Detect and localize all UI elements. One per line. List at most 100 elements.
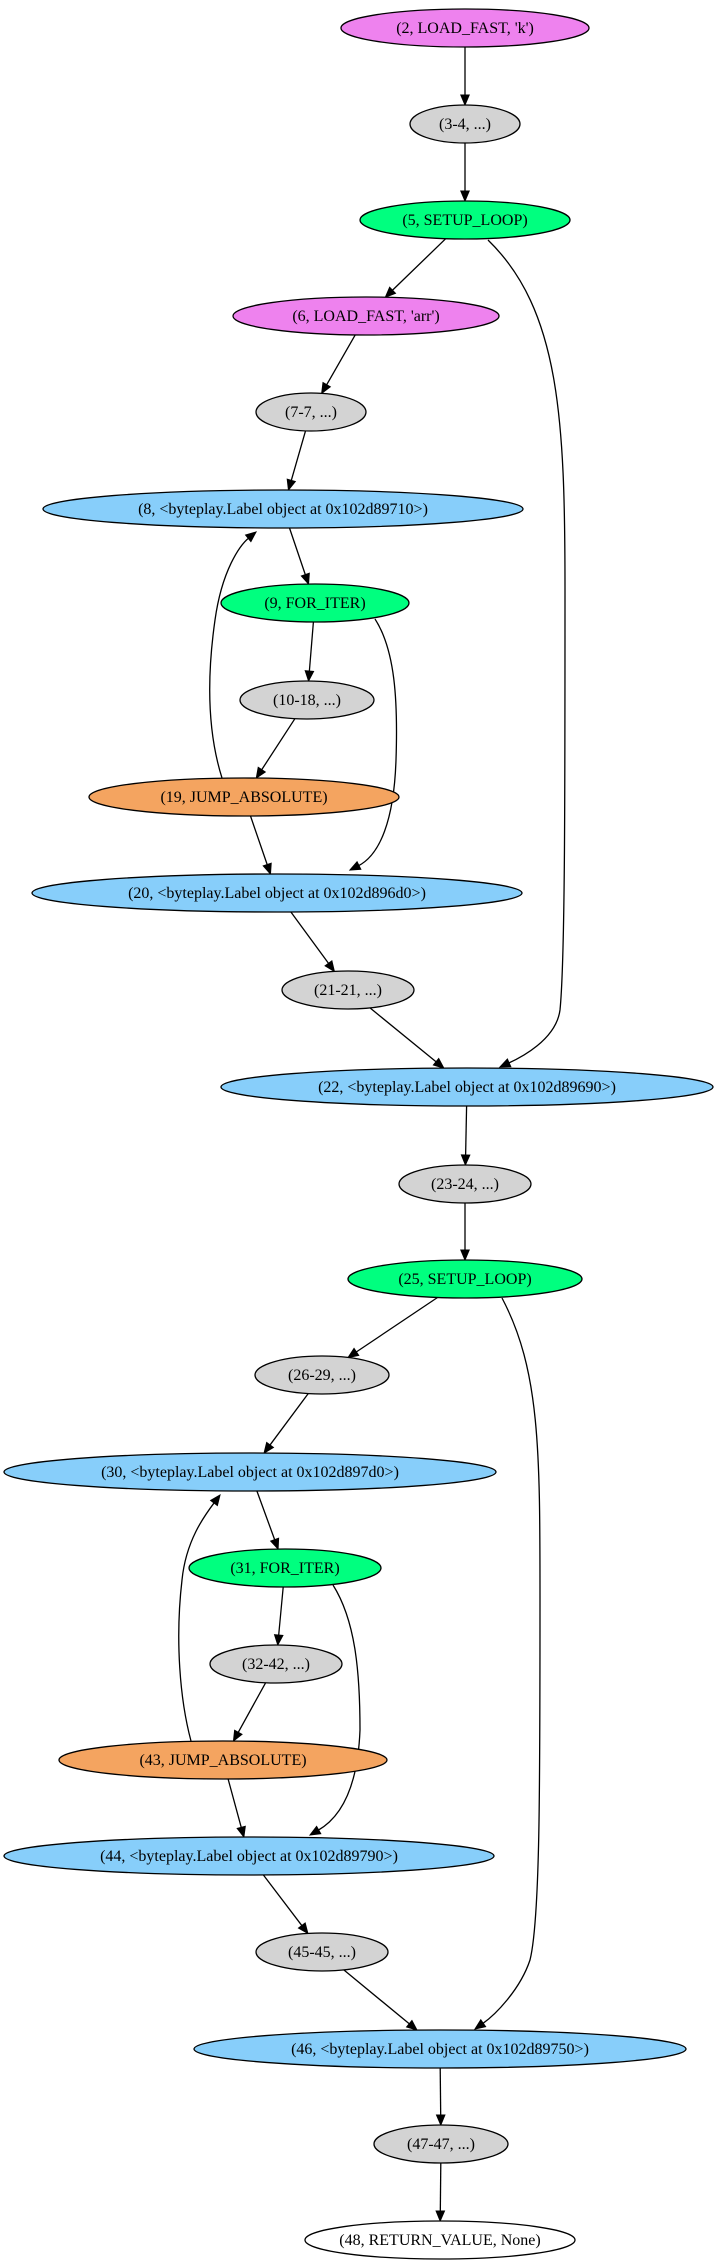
edge-line — [308, 621, 315, 673]
edge-line — [237, 1682, 267, 1734]
node-n9: (9, FOR_ITER) — [220, 583, 410, 623]
node-label: (48, RETURN_VALUE, None) — [339, 2232, 540, 2249]
nodes-layer: (2, LOAD_FAST, 'k') (3-4, ...) (5, SETUP_L… — [3, 8, 714, 2260]
node-label: (44, <byteplay.Label object at 0x102d897… — [100, 1848, 398, 1865]
edge-n20-to-n21 — [290, 911, 336, 973]
node-ellipse — [409, 104, 521, 144]
edge-arrowhead — [460, 1249, 470, 1262]
edge-line — [288, 527, 307, 576]
edge-n9-to-n20 — [348, 618, 398, 871]
node-label: (30, <byteplay.Label object at 0x102d897… — [101, 1464, 399, 1481]
node-label: (31, FOR_ITER) — [230, 1560, 339, 1577]
node-n26: (26-29, ...) — [254, 1355, 390, 1395]
edge-arrowhead — [209, 1493, 221, 1507]
edge-n31-to-n44 — [308, 1584, 361, 1836]
node-ellipse — [255, 1932, 389, 1972]
edge-arrowhead — [460, 1154, 471, 1167]
node-label: (25, SETUP_LOOP) — [398, 1271, 531, 1288]
edge-n5-to-n22 — [487, 239, 566, 1068]
edge-line — [439, 2162, 442, 2213]
node-ellipse — [220, 1067, 714, 1107]
edge-arrowhead — [263, 1441, 275, 1455]
node-label: (7-7, ...) — [285, 404, 337, 421]
edge-n47-to-n48 — [435, 2162, 446, 2223]
edge-arrowhead — [498, 1058, 512, 1068]
edge-line — [262, 1874, 303, 1927]
edge-arrowhead — [460, 190, 470, 203]
node-ellipse — [3, 1452, 497, 1492]
edge-line — [391, 238, 447, 292]
node-label: (45-45, ...) — [288, 1944, 356, 1961]
edge-arrowhead — [405, 2019, 418, 2031]
node-label: (9, FOR_ITER) — [264, 595, 365, 612]
node-n30: (30, <byteplay.Label object at 0x102d897… — [3, 1452, 497, 1492]
node-n5: (5, SETUP_LOOP) — [359, 200, 571, 240]
node-n31: (31, FOR_ITER) — [188, 1548, 382, 1588]
edge-arrowhead — [262, 862, 272, 876]
node-n10: (10-18, ...) — [239, 680, 375, 720]
edge-n44-to-n45 — [262, 1874, 309, 1935]
edge-line — [277, 1586, 284, 1637]
edge-arrowhead — [432, 1057, 445, 1069]
edge-n21-to-n22 — [369, 1007, 445, 1069]
edge-n9-to-n10 — [304, 621, 315, 683]
edge-line — [369, 1007, 438, 1063]
node-ellipse — [209, 1644, 343, 1684]
edge-arrowhead — [269, 1537, 280, 1551]
edge-arrowhead — [348, 860, 362, 871]
node-ellipse — [42, 489, 524, 529]
edge-line — [256, 1490, 276, 1541]
edge-arrowhead — [346, 1347, 360, 1359]
node-label: (6, LOAD_FAST, 'arr') — [292, 308, 439, 325]
node-n45: (45-45, ...) — [255, 1932, 389, 1972]
node-n46: (46, <byteplay.Label object at 0x102d897… — [193, 2029, 687, 2069]
edge-arrowhead — [435, 2114, 446, 2127]
edge-arrowhead — [297, 1922, 309, 1935]
node-n21: (21-21, ...) — [281, 970, 415, 1010]
node-n3: (3-4, ...) — [409, 104, 521, 144]
node-ellipse — [304, 2220, 576, 2260]
edge-line — [487, 239, 566, 1064]
edge-n23-to-n25 — [460, 1203, 470, 1262]
edge-n25-to-n26 — [346, 1296, 438, 1359]
node-label: (2, LOAD_FAST, 'k') — [396, 20, 534, 37]
edge-arrowhead — [473, 2018, 487, 2030]
node-ellipse — [193, 2029, 687, 2069]
node-label: (46, <byteplay.Label object at 0x102d897… — [291, 2041, 589, 2058]
node-ellipse — [220, 583, 410, 623]
node-label: (21-21, ...) — [314, 982, 382, 999]
edge-n19-to-n20 — [249, 815, 272, 876]
node-n47: (47-47, ...) — [373, 2124, 509, 2164]
node-label: (47-47, ...) — [407, 2136, 475, 2153]
edge-arrowhead — [304, 670, 315, 683]
edge-arrowhead — [286, 478, 297, 492]
node-ellipse — [31, 873, 523, 913]
edge-line — [260, 718, 296, 771]
edge-n10-to-n19 — [255, 718, 296, 780]
node-n44: (44, <byteplay.Label object at 0x102d897… — [3, 1836, 495, 1876]
node-n25: (25, SETUP_LOOP) — [347, 1259, 583, 1299]
node-label: (20, <byteplay.Label object at 0x102d896… — [128, 885, 426, 902]
node-ellipse — [188, 1548, 382, 1588]
node-n43: (43, JUMP_ABSOLUTE) — [58, 1740, 388, 1780]
node-label: (22, <byteplay.Label object at 0x102d896… — [318, 1079, 616, 1096]
edge-line — [357, 618, 398, 867]
node-ellipse — [255, 392, 367, 432]
node-label: (19, JUMP_ABSOLUTE) — [160, 789, 327, 806]
edge-n19-to-n8 — [209, 531, 258, 779]
edge-n3-to-n5 — [460, 143, 470, 203]
edge-n30-to-n31 — [256, 1490, 280, 1551]
edge-n7-to-n8 — [286, 430, 307, 492]
edge-n2-to-n3 — [460, 47, 470, 107]
edge-line — [482, 1297, 541, 2025]
edge-line — [317, 1584, 361, 1832]
edge-n6-to-n7 — [321, 334, 356, 395]
edge-line — [178, 1501, 216, 1742]
node-n19: (19, JUMP_ABSOLUTE) — [88, 777, 400, 817]
node-ellipse — [232, 296, 500, 336]
node-ellipse — [239, 680, 375, 720]
edge-line — [268, 1393, 309, 1447]
edge-arrowhead — [435, 2210, 446, 2223]
node-ellipse — [88, 777, 400, 817]
